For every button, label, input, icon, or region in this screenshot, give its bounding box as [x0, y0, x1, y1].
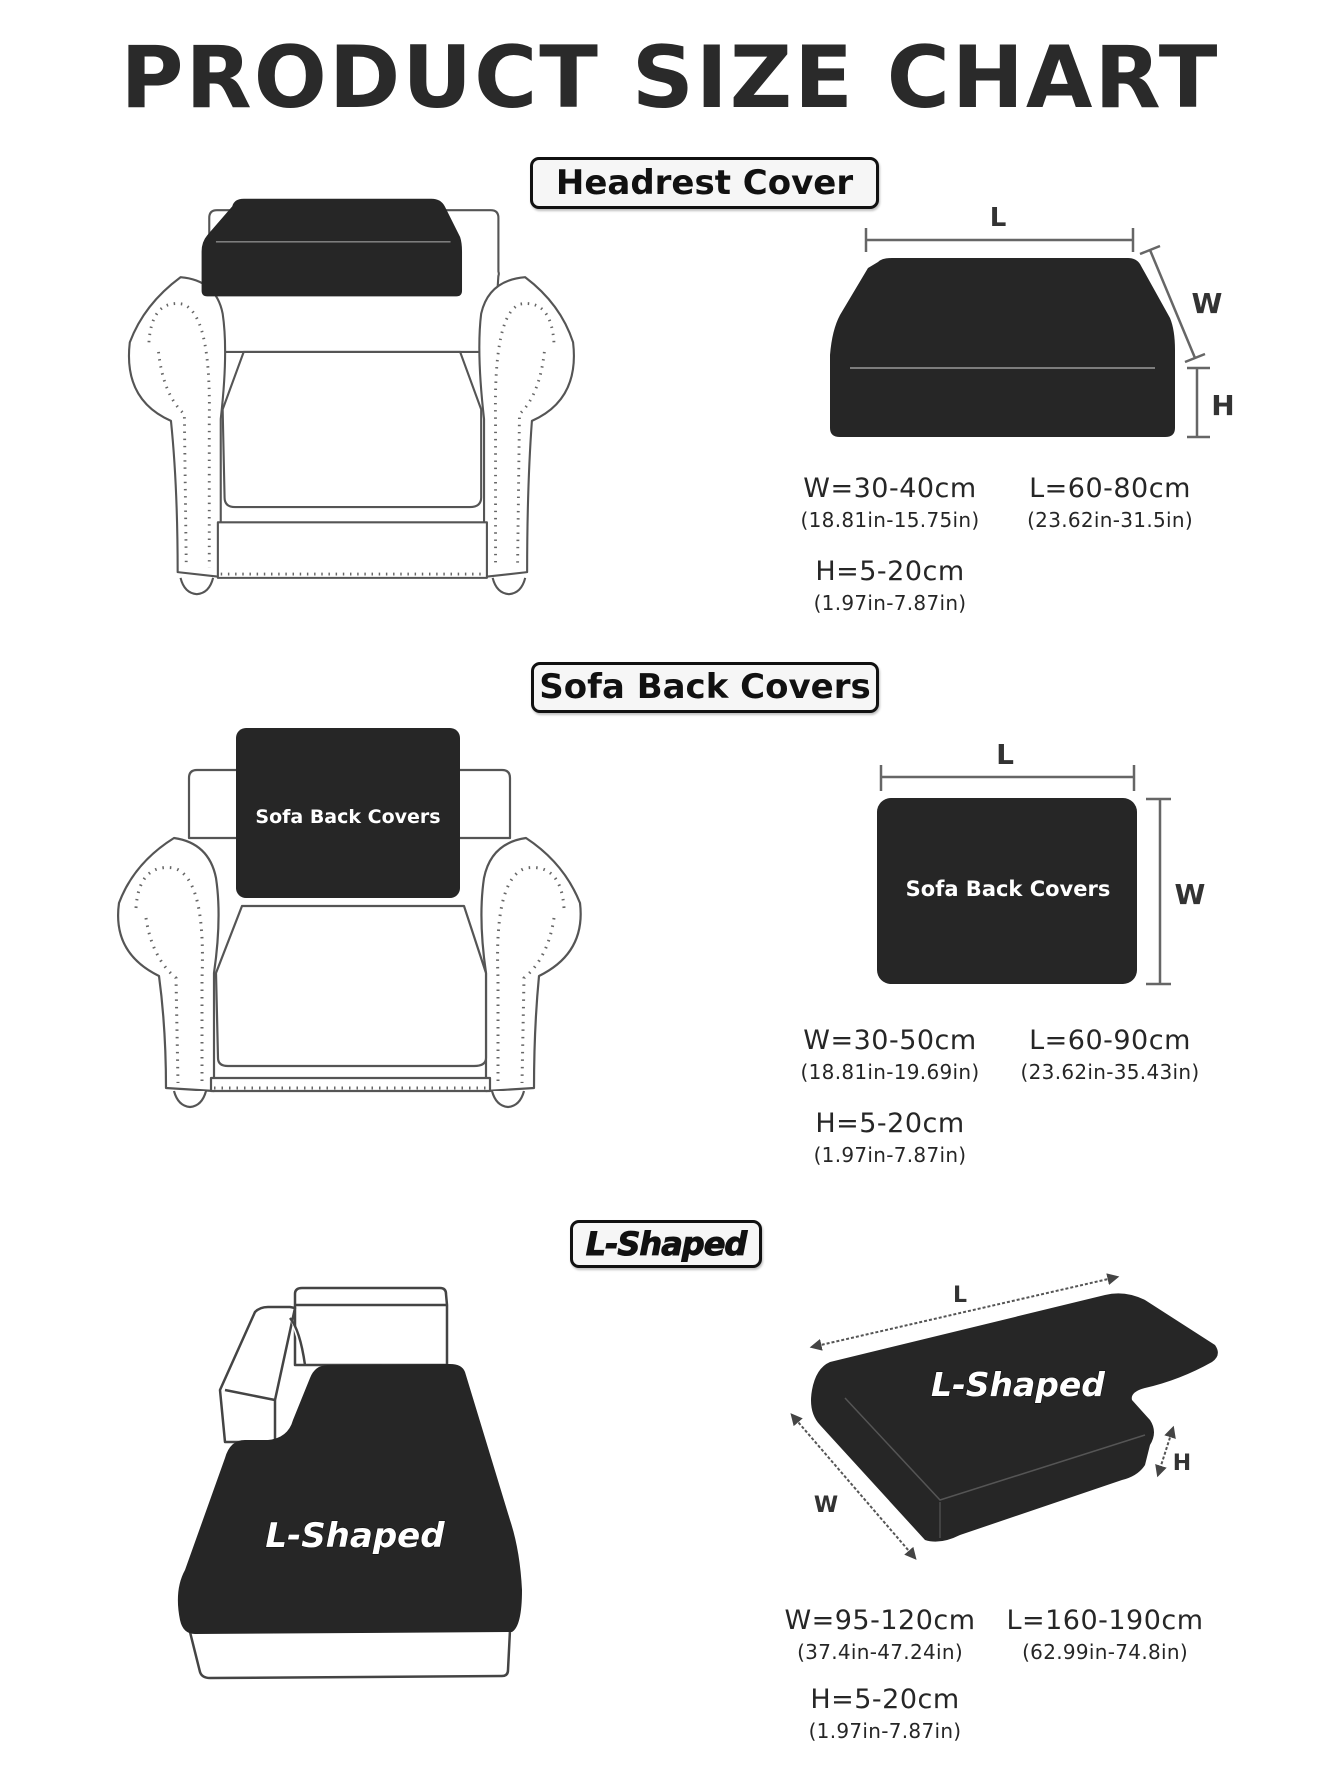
- dimension-length: L=60-90cm (23.62in-35.43in): [1005, 1024, 1215, 1086]
- back-cover-label: Sofa Back Covers: [906, 877, 1111, 901]
- dimension-length-cm: L=60-80cm: [1029, 473, 1191, 504]
- l-shaped-cover-shape: [811, 1293, 1218, 1542]
- section-label-text: Headrest Cover: [555, 163, 854, 203]
- dimension-width-cm: W=30-40cm: [803, 473, 977, 504]
- dimension-length-inch: (23.62in-31.5in): [1027, 508, 1193, 532]
- section-label-sofa-back-covers: Sofa Back Covers: [531, 662, 879, 713]
- axis-letter-w: W: [814, 1493, 838, 1518]
- section-label-l-shaped: L-Shaped: [570, 1220, 762, 1268]
- dimension-length-inch: (23.62in-35.43in): [1020, 1060, 1200, 1084]
- back-cover-label: Sofa Back Covers: [255, 806, 440, 828]
- dimension-width-inch: (37.4in-47.24in): [797, 1640, 963, 1664]
- axis-letter-w: W: [1192, 287, 1223, 320]
- dimension-length: L=160-190cm (62.99in-74.8in): [990, 1604, 1220, 1666]
- dimension-length-inch: (62.99in-74.8in): [1022, 1640, 1188, 1664]
- axis-letter-h: H: [1173, 1451, 1191, 1476]
- axis-letter-w: W: [1175, 878, 1206, 911]
- l-shaped-cover-label: L-Shaped: [931, 1365, 1105, 1404]
- dimension-width: W=95-120cm (37.4in-47.24in): [770, 1604, 990, 1666]
- headrest-cover-shape: [830, 258, 1175, 437]
- armchair-headrest-illustration: [127, 198, 575, 596]
- back-cover-shape: [877, 798, 1137, 984]
- l-shaped-dimension-diagram: L W H L-Shaped: [790, 1273, 1218, 1560]
- l-shaped-cover-label: L-Shaped: [265, 1516, 445, 1556]
- dimension-length-cm: L=60-90cm: [1029, 1025, 1191, 1056]
- l-shaped-cover-shape: [177, 1364, 522, 1634]
- axis-letter-h: H: [1211, 389, 1234, 422]
- dimension-width: W=30-40cm (18.81in-15.75in): [790, 472, 990, 534]
- dimension-height: H=5-20cm (1.97in-7.87in): [790, 555, 990, 617]
- dimension-width-cm: W=95-120cm: [784, 1605, 976, 1636]
- page-title: PRODUCT SIZE CHART: [120, 28, 1220, 128]
- dimension-height: H=5-20cm (1.97in-7.87in): [780, 1683, 990, 1745]
- dimension-height-inch: (1.97in-7.87in): [813, 1143, 967, 1167]
- dimension-width-cm: W=30-50cm: [803, 1025, 977, 1056]
- axis-letter-l: L: [953, 1283, 967, 1308]
- dimension-length: L=60-80cm (23.62in-31.5in): [1005, 472, 1215, 534]
- sofa-back-cover-dimension-diagram: L W Sofa Back Covers: [877, 738, 1206, 986]
- dimension-height-inch: (1.97in-7.87in): [808, 1719, 962, 1743]
- l-shaped-sofa-illustration: L-Shaped: [177, 1286, 522, 1680]
- dimension-height: H=5-20cm (1.97in-7.87in): [790, 1107, 990, 1169]
- dimension-height-cm: H=5-20cm: [815, 556, 965, 587]
- dimension-length-cm: L=160-190cm: [1006, 1605, 1204, 1636]
- back-cover-shape: [236, 728, 460, 898]
- armchair-back-cover-illustration: Sofa Back Covers: [117, 728, 582, 1109]
- dimension-height-inch: (1.97in-7.87in): [813, 591, 967, 615]
- dimension-width-inch: (18.81in-19.69in): [800, 1060, 980, 1084]
- headrest-cover-dimension-diagram: L W H: [830, 203, 1235, 439]
- dimension-width: W=30-50cm (18.81in-19.69in): [790, 1024, 990, 1086]
- dimension-width-inch: (18.81in-15.75in): [800, 508, 980, 532]
- headrest-cover-shape: [201, 198, 463, 297]
- axis-letter-l: L: [990, 203, 1007, 233]
- section-label-text: L-Shaped: [585, 1225, 748, 1264]
- section-label-headrest-cover: Headrest Cover: [530, 157, 879, 209]
- section-label-text: Sofa Back Covers: [539, 667, 871, 707]
- dimension-height-cm: H=5-20cm: [810, 1684, 960, 1715]
- dimension-height-cm: H=5-20cm: [815, 1108, 965, 1139]
- axis-letter-l: L: [996, 738, 1014, 771]
